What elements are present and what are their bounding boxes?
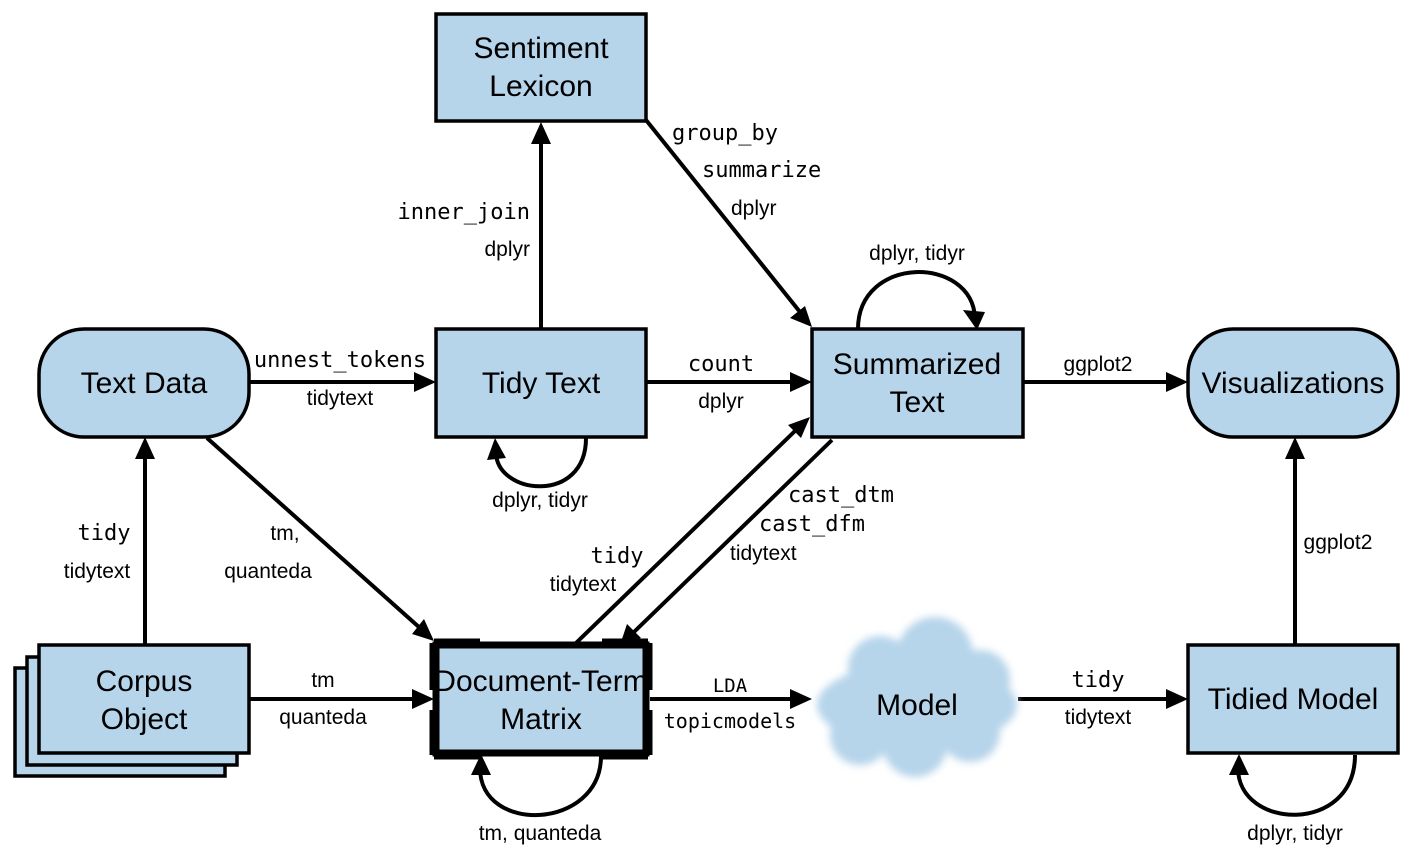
label-dtm-loop: tm, quanteda [479,822,602,845]
node-label: Text Data [81,367,208,400]
label-model-tidy-fn: tidy [1072,668,1125,693]
arrowhead [487,438,506,460]
label-unnest-fn: unnest_tokens [254,348,426,373]
label-summarized-loop: dplyr, tidyr [869,242,965,265]
label-ggplot2-v: ggplot2 [1304,531,1373,554]
label-lda-fn: LDA [713,675,748,697]
label-tidied-loop: dplyr, tidyr [1247,822,1343,845]
label-corpus-dtm-lib1: tm [311,669,334,692]
node-label: Visualizations [1202,367,1385,400]
label-tidy-loop: dplyr, tidyr [492,489,588,512]
loop-tidied-model [1236,754,1357,817]
label-group-by-fn: group_by [672,121,778,146]
label-group-by-lib: dplyr [731,197,777,220]
node-visualizations: Visualizations [1186,327,1400,439]
node-tidied-model: Tidied Model [1186,643,1400,755]
edge-group-by [644,118,802,314]
label-corpus-tidy-lib: tidytext [64,560,131,583]
arrowhead [790,372,812,392]
node-label: Tidied Model [1208,683,1379,716]
node-label: Tidy Text [482,367,601,400]
label-ggplot2-h: ggplot2 [1064,353,1133,376]
arrowhead [790,689,812,709]
node-label: Matrix [500,703,582,736]
label-cast-lib: tidytext [730,542,797,565]
arrowhead [135,437,155,459]
arrowhead [412,689,434,709]
node-corpus-object: Corpus Object [13,643,251,778]
node-sentiment-lexicon: Sentiment Lexicon [434,12,648,123]
loop-summarized [856,270,977,330]
label-summarize-fn: summarize [702,158,821,183]
node-label: Summarized [833,348,1001,381]
loop-dtm [478,755,603,818]
label-cast-dtm: cast_dtm [788,483,894,508]
label-inner-join-lib: dplyr [484,238,530,261]
label-dtm-tidy-fn: tidy [591,544,644,569]
node-label: Model [876,689,958,722]
arrowhead [412,619,434,641]
label-cast-dfm: cast_dfm [759,512,865,537]
node-label: Sentiment [473,32,609,65]
label-textdata-dtm-lib2: quanteda [224,560,312,583]
label-count-fn: count [688,352,754,377]
arrowhead [471,754,491,775]
edge-dtm-tidy [574,428,798,645]
loop-tidy-text [494,437,588,489]
label-textdata-dtm-lib1: tm, [270,522,299,545]
node-document-term-matrix: Document-Term Matrix [429,638,653,760]
arrowhead [788,417,810,438]
node-tidy-text: Tidy Text [434,327,648,439]
arrowhead [414,372,436,392]
label-inner-join-fn: inner_join [398,200,530,225]
label-unnest-lib: tidytext [307,387,374,410]
arrowhead [1166,372,1188,392]
node-label: Corpus [96,665,193,698]
arrowhead [963,310,985,330]
label-dtm-tidy-lib: tidytext [550,573,617,596]
arrowhead [790,306,812,327]
node-label: Document-Term [434,665,647,698]
edge-cast [632,438,834,634]
label-model-tidy-lib: tidytext [1065,706,1132,729]
node-model-cloud: Model [817,617,1017,777]
node-label: Object [101,703,188,736]
label-corpus-tidy-fn: tidy [78,521,131,546]
node-label: Lexicon [489,70,592,103]
arrowhead [1166,689,1188,709]
arrowhead [531,122,551,144]
node-label: Text [889,386,945,419]
edge-textdata-dtm [205,436,422,630]
arrowhead [1285,437,1305,459]
node-summarized-text: Summarized Text [810,327,1025,439]
arrowhead [1229,754,1249,775]
label-topicmodels: topicmodels [664,709,796,733]
node-text-data: Text Data [37,327,251,439]
label-count-lib: dplyr [698,390,744,413]
label-corpus-dtm-lib2: quanteda [279,706,367,729]
